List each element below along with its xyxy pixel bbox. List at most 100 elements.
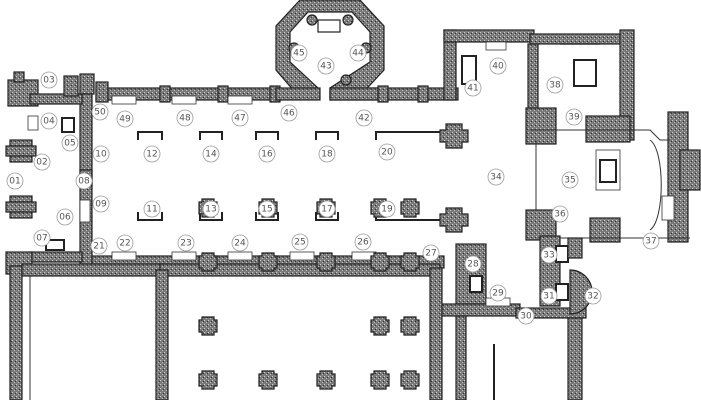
room-number-badge: 46: [280, 104, 298, 122]
room-number-label: 36: [554, 210, 566, 220]
room-number-badge: 21: [90, 237, 108, 255]
room-number-badge: 45: [290, 44, 308, 62]
room-number-badge: 43: [317, 57, 335, 75]
room-number-label: 37: [645, 237, 656, 247]
room-number-label: 29: [492, 289, 504, 299]
room-number-label: 22: [119, 239, 130, 249]
lower-hall: [21, 263, 583, 400]
room-number-badge: 25: [291, 233, 309, 251]
room-number-label: 09: [95, 200, 107, 210]
room-number-label: 18: [321, 150, 333, 160]
room-number-label: 07: [36, 234, 47, 244]
room-number-badge: 06: [56, 208, 74, 226]
room-number-label: 08: [78, 177, 90, 187]
room-number-label: 14: [205, 150, 217, 160]
room-number-badge: 30: [517, 307, 535, 325]
main-hall-walls: [79, 81, 459, 275]
room-number-badge: 50: [91, 103, 109, 121]
room-number-badge: 38: [546, 76, 564, 94]
room-number-label: 30: [520, 312, 532, 322]
room-number-label: 11: [146, 205, 157, 215]
room-number-label: 34: [490, 173, 502, 183]
south-chapels: [439, 235, 593, 319]
room-number-label: 49: [119, 115, 131, 125]
room-number-label: 46: [283, 109, 295, 119]
room-number-label: 32: [587, 292, 598, 302]
room-number-label: 13: [205, 205, 216, 215]
room-number-label: 44: [352, 49, 364, 59]
room-number-badge: 04: [40, 112, 58, 130]
room-number-badge: 39: [565, 108, 583, 126]
room-number-badge: 33: [540, 246, 558, 264]
room-number-label: 20: [381, 148, 393, 158]
pillar: [370, 252, 390, 272]
pillar: [370, 370, 390, 390]
room-number-badge: 14: [202, 145, 220, 163]
room-number-badge: 11: [143, 200, 161, 218]
room-number-badge: 13: [202, 200, 220, 218]
room-number-badge: 35: [561, 171, 579, 189]
room-number-badge: 09: [92, 195, 110, 213]
room-number-badge: 27: [422, 244, 440, 262]
room-number-label: 15: [261, 205, 272, 215]
room-number-badge: 20: [378, 143, 396, 161]
room-number-label: 27: [425, 249, 436, 259]
room-number-label: 35: [564, 176, 575, 186]
room-number-label: 50: [94, 108, 106, 118]
room-number-badge: 03: [40, 71, 58, 89]
room-number-badge: 37: [642, 232, 660, 250]
room-number-label: 17: [321, 205, 332, 215]
room-number-badge: 16: [258, 145, 276, 163]
room-number-badge: 40: [489, 57, 507, 75]
room-number-label: 25: [294, 238, 305, 248]
room-number-label: 42: [358, 114, 369, 124]
pillar: [370, 316, 390, 336]
room-number-label: 05: [64, 139, 75, 149]
room-number-badge: 18: [318, 145, 336, 163]
pillar: [400, 252, 420, 272]
pillar: [198, 316, 218, 336]
bench-row: [137, 123, 469, 233]
room-number-badge: 44: [349, 44, 367, 62]
room-number-badge: 28: [464, 255, 482, 273]
room-number-label: 06: [59, 213, 71, 223]
room-number-label: 33: [543, 251, 554, 261]
room-number-label: 45: [293, 49, 304, 59]
room-number-label: 26: [357, 238, 369, 248]
room-number-label: 10: [95, 150, 107, 160]
room-number-badge: 26: [354, 233, 372, 251]
room-number-label: 02: [36, 158, 47, 168]
room-number-label: 41: [467, 84, 478, 94]
room-number-badge: 15: [258, 200, 276, 218]
room-number-badge: 22: [116, 234, 134, 252]
pillar: [400, 370, 420, 390]
pillar: [400, 316, 420, 336]
pillar-grid: [198, 198, 420, 390]
room-number-badge: 42: [355, 109, 373, 127]
room-number-badge: 29: [489, 284, 507, 302]
room-number-label: 16: [261, 150, 273, 160]
room-number-badges: 01 02 03 04 05 06 07 08 09 10 11 12 13 14 15 16 17 18 19 20…: [6, 44, 660, 325]
pillar: [316, 252, 336, 272]
room-number-label: 40: [492, 62, 504, 72]
room-number-badge: 34: [487, 168, 505, 186]
room-number-label: 12: [146, 150, 157, 160]
room-number-label: 24: [234, 239, 246, 249]
room-number-badge: 24: [231, 234, 249, 252]
room-number-label: 48: [179, 114, 191, 124]
room-number-badge: 47: [231, 109, 249, 127]
pillar: [198, 370, 218, 390]
room-number-label: 19: [381, 205, 393, 215]
room-number-badge: 01: [6, 172, 24, 190]
room-number-label: 21: [93, 242, 104, 252]
room-number-label: 39: [568, 113, 580, 123]
room-number-badge: 41: [464, 79, 482, 97]
pillar: [198, 252, 218, 272]
room-number-badge: 12: [143, 145, 161, 163]
room-number-label: 38: [549, 81, 561, 91]
room-number-badge: 10: [92, 145, 110, 163]
pillar: [316, 370, 336, 390]
room-number-label: 28: [467, 260, 479, 270]
pillar: [258, 370, 278, 390]
